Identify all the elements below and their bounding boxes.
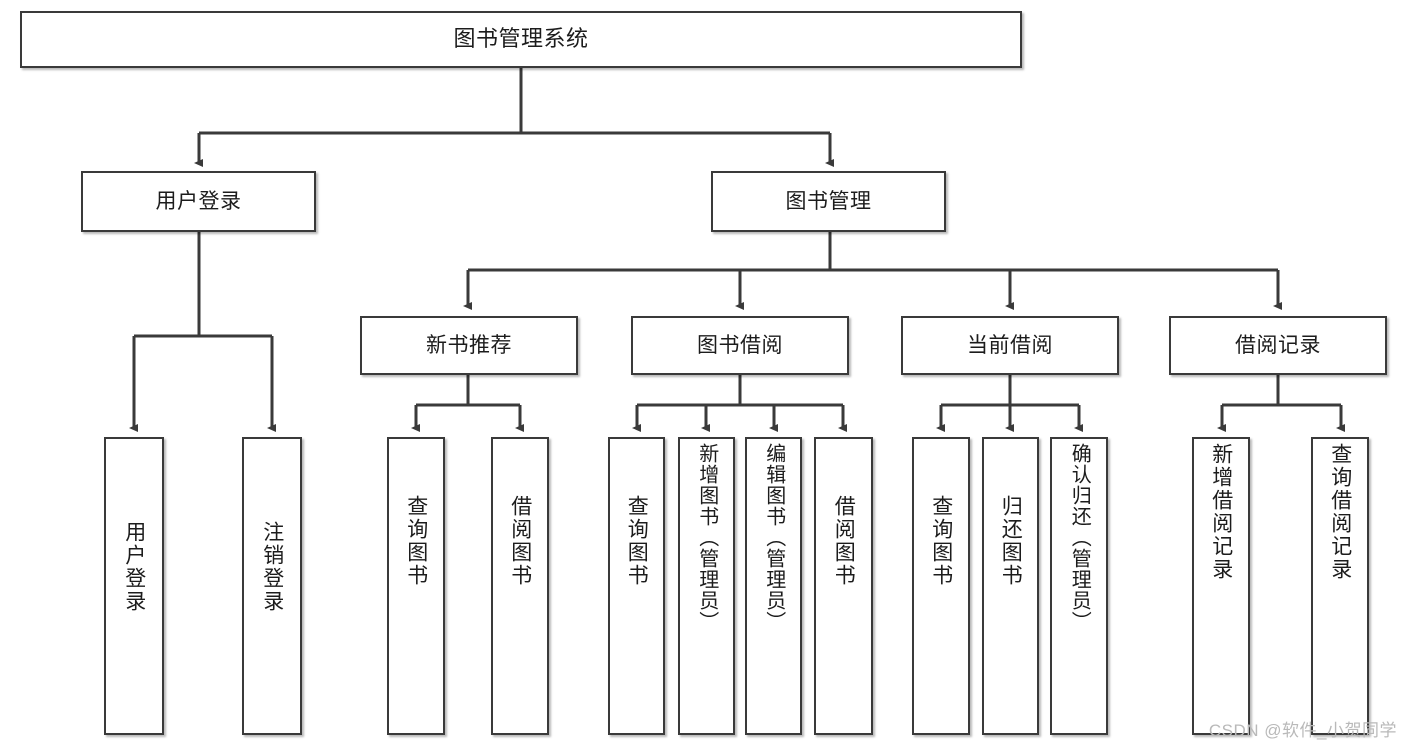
node-label: 图书管理 bbox=[785, 189, 872, 213]
leaf-borrow-add-book-admin[interactable]: 新增图书（管理员） bbox=[678, 437, 735, 735]
node-label: 新增图书（管理员） bbox=[695, 443, 718, 632]
node-new-book-recommend[interactable]: 新书推荐 bbox=[360, 316, 578, 375]
leaf-borrow-query-book[interactable]: 查询图书 bbox=[608, 437, 665, 735]
leaf-recommend-query-book[interactable]: 查询图书 bbox=[387, 437, 445, 735]
node-label: 确认归还（管理员） bbox=[1068, 443, 1091, 632]
node-label: 当前借阅 bbox=[967, 333, 1053, 357]
node-label: 图书管理系统 bbox=[453, 26, 589, 52]
node-label: 注销登录 bbox=[260, 521, 284, 613]
node-label: 用户登录 bbox=[122, 521, 146, 613]
leaf-user-login[interactable]: 用户登录 bbox=[104, 437, 164, 735]
watermark: CSDN @软件_小贺同学 bbox=[1208, 721, 1397, 740]
node-label: 借阅记录 bbox=[1235, 333, 1321, 357]
node-label: 查询图书 bbox=[929, 495, 953, 587]
leaf-current-query-book[interactable]: 查询图书 bbox=[912, 437, 970, 735]
node-label: 借阅图书 bbox=[508, 495, 532, 587]
leaf-current-return-book[interactable]: 归还图书 bbox=[982, 437, 1039, 735]
leaf-borrow-borrow-book[interactable]: 借阅图书 bbox=[814, 437, 873, 735]
node-label: 查询图书 bbox=[404, 495, 428, 587]
leaf-current-confirm-return-admin[interactable]: 确认归还（管理员） bbox=[1050, 437, 1108, 735]
leaf-borrow-edit-book-admin[interactable]: 编辑图书（管理员） bbox=[745, 437, 802, 735]
node-root-system[interactable]: 图书管理系统 bbox=[20, 11, 1022, 68]
node-current-borrow[interactable]: 当前借阅 bbox=[901, 316, 1119, 375]
node-borrow-record[interactable]: 借阅记录 bbox=[1169, 316, 1387, 375]
node-label: 查询借阅记录 bbox=[1328, 443, 1352, 581]
node-label: 图书借阅 bbox=[697, 333, 783, 357]
node-label: 新书推荐 bbox=[426, 333, 512, 357]
node-label: 借阅图书 bbox=[832, 495, 856, 587]
node-label: 查询图书 bbox=[625, 495, 649, 587]
node-label: 新增借阅记录 bbox=[1209, 443, 1233, 581]
leaf-record-query-record[interactable]: 查询借阅记录 bbox=[1311, 437, 1369, 735]
leaf-user-logout[interactable]: 注销登录 bbox=[242, 437, 302, 735]
node-book-borrow[interactable]: 图书借阅 bbox=[631, 316, 849, 375]
node-user-login[interactable]: 用户登录 bbox=[81, 171, 316, 232]
node-label: 用户登录 bbox=[155, 189, 242, 213]
leaf-record-add-record[interactable]: 新增借阅记录 bbox=[1192, 437, 1250, 735]
node-book-management[interactable]: 图书管理 bbox=[711, 171, 946, 232]
node-label: 编辑图书（管理员） bbox=[762, 443, 785, 632]
node-label: 归还图书 bbox=[999, 495, 1023, 587]
leaf-recommend-borrow-book[interactable]: 借阅图书 bbox=[491, 437, 549, 735]
